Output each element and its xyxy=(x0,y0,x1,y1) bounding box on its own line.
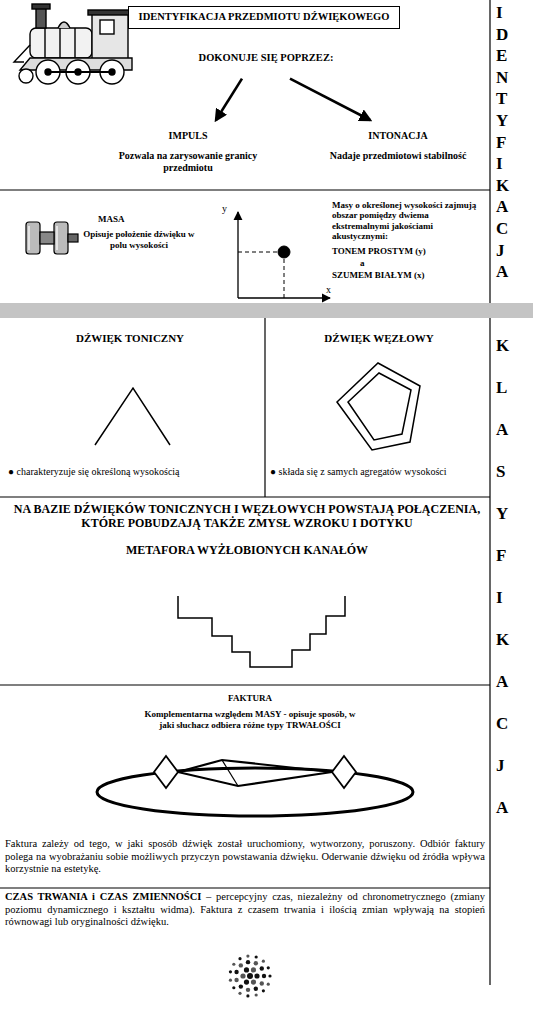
definition-block: Opisuje położenie dźwięku w polu wysokoś… xyxy=(80,229,198,251)
column-heading: DŹWIĘK TONICZNY xyxy=(76,332,184,344)
axis-label: y xyxy=(222,203,227,214)
node-body: Nadaje przedmiotowi stabilność xyxy=(317,150,479,162)
section-heading-block: METAFORA WYŻŁOBIONYCH KANAŁÓW xyxy=(8,543,486,557)
term-block: MASA xyxy=(98,214,125,225)
texture-shape xyxy=(97,756,413,816)
vertical-section-title-block: KLASYFIKACJA xyxy=(496,325,497,829)
bullet-item: ● charakteryzuje się określoną wysokości… xyxy=(8,466,180,477)
piston-illustration xyxy=(26,222,78,254)
tonic-sound-shape xyxy=(95,388,170,445)
node-body: Pozwala na zarysowanie granicy przedmiot… xyxy=(97,150,279,174)
term: FAKTURA xyxy=(228,693,272,703)
section-heading: METAFORA WYŻŁOBIONYCH KANAŁÓW xyxy=(126,543,368,557)
note-block: a xyxy=(360,258,365,269)
term-block: SZUMEM BIAŁYM (x) xyxy=(332,270,425,281)
bullet-item-block: ● składa się z samych agregatów wysokośc… xyxy=(270,466,488,478)
node-heading: INTONACJA xyxy=(317,130,479,142)
node-heading: IDENTYFIKACJA PRZEDMIOTU DŹWIĘKOWEGO xyxy=(139,11,390,24)
locomotive-illustration xyxy=(14,4,132,84)
note-block: Masy o określonej wysokości zajmują obsz… xyxy=(332,200,488,241)
vertical-section-title-block: IDENTYFIKACJA xyxy=(496,2,497,283)
section-heading: NA BAZIE DŹWIĘKÓW TONICZNYCH I WĘZŁOWYCH… xyxy=(14,502,480,530)
term-block: FAKTURA xyxy=(150,693,350,704)
term: SZUMEM BIAŁYM (x) xyxy=(332,270,425,280)
definition-block: Komplementarna względem MASY - opisuje s… xyxy=(140,709,360,731)
heading-box: IDENTYFIKACJA PRZEDMIOTU DŹWIĘKOWEGO xyxy=(128,6,401,29)
note: Masy o określonej wysokości zajmują obsz… xyxy=(332,200,476,241)
paragraph: Faktura zależy od tego, w jaki sposób dź… xyxy=(5,838,485,874)
axis-label: x xyxy=(326,284,331,295)
term: MASA xyxy=(98,214,125,224)
paragraph-lead-block: CZAS TRWANIA i CZAS ZMIENNOŚCI – percepc… xyxy=(5,891,485,929)
text-node: IMPULS Pozwala na zarysowanie granicy prz… xyxy=(93,128,283,176)
column-heading-block: DŹWIĘK TONICZNY xyxy=(20,332,240,345)
paragraph-lead: CZAS TRWANIA i CZAS ZMIENNOŚCI xyxy=(5,891,201,902)
arrow-connector xyxy=(216,79,242,120)
arrow-connector xyxy=(290,79,370,120)
axis-label-block: y xyxy=(222,203,227,215)
channel-metaphor-shape xyxy=(178,596,345,667)
section-heading-block: NA BAZIE DŹWIĘKÓW TONICZNYCH I WĘZŁOWYCH… xyxy=(8,502,486,531)
logo-dots xyxy=(229,955,272,998)
grey-band xyxy=(0,303,533,318)
term: TONEM PROSTYM (y) xyxy=(332,246,426,256)
note: a xyxy=(360,258,365,268)
nodal-sound-shape xyxy=(337,363,420,450)
text-node: DOKONUJE SIĘ POPRZEZ: xyxy=(156,50,376,67)
paragraph-block: Faktura zależy od tego, w jaki sposób dź… xyxy=(5,838,485,876)
axis-label-block: x xyxy=(326,284,331,296)
node-heading: IMPULS xyxy=(97,130,279,142)
column-heading-block: DŹWIĘK WĘZŁOWY xyxy=(270,332,488,345)
vertical-section-title: KLASYFIKACJA xyxy=(496,325,497,829)
section-rules xyxy=(0,0,490,985)
text-node: INTONACJA Nadaje przedmiotowi stabilność xyxy=(313,128,483,164)
definition: Opisuje położenie dźwięku w polu wysokoś… xyxy=(83,229,194,250)
node-heading: DOKONUJE SIĘ POPRZEZ: xyxy=(160,52,372,65)
bullet-item: ● składa się z samych agregatów wysokośc… xyxy=(270,466,447,477)
definition: Komplementarna względem MASY - opisuje s… xyxy=(145,709,356,730)
pitch-graph xyxy=(238,212,330,298)
column-heading: DŹWIĘK WĘZŁOWY xyxy=(324,332,434,344)
term-block: TONEM PROSTYM (y) xyxy=(332,246,426,257)
vertical-section-title: IDENTYFIKACJA xyxy=(496,2,497,283)
bullet-item-block: ● charakteryzuje się określoną wysokości… xyxy=(8,466,260,478)
